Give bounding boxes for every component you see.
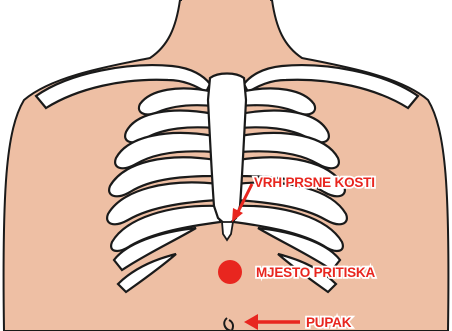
label-navel: PUPAK xyxy=(306,315,352,330)
sternum xyxy=(208,74,246,227)
label-sternum-tip: VRH PRSNE KOSTI xyxy=(254,175,375,190)
red-dot-icon xyxy=(218,260,242,284)
label-pressure-point: MJESTO PRITISKA xyxy=(256,265,375,280)
